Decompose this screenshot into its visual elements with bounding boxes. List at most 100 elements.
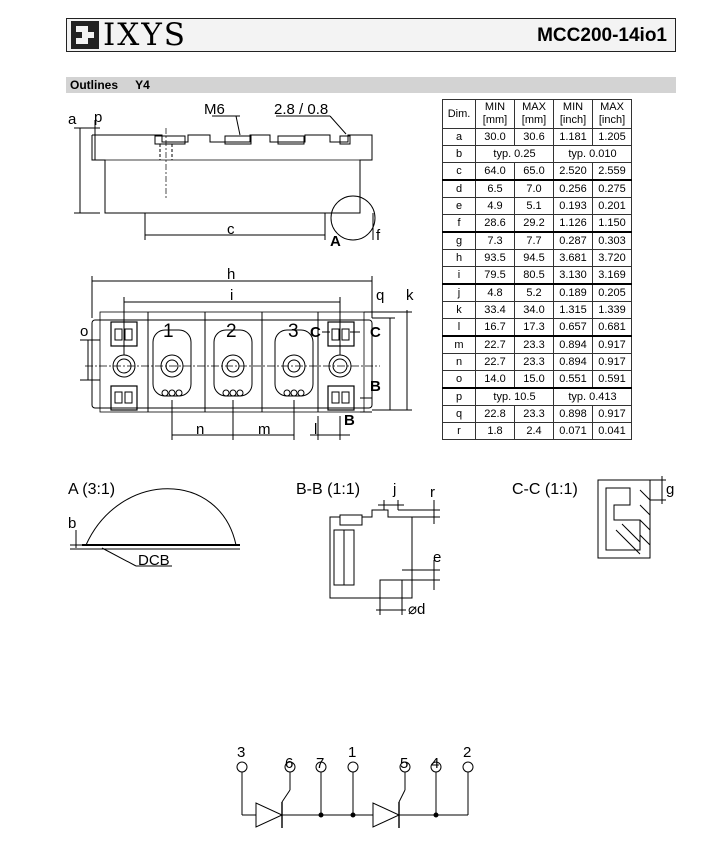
table-cell: 1.205 bbox=[592, 128, 632, 146]
table-cell: 3.169 bbox=[592, 266, 632, 285]
outlines-section-bar: Outlines Y4 bbox=[66, 77, 676, 93]
table-cell: 23.3 bbox=[514, 405, 554, 423]
table-cell: 79.5 bbox=[475, 266, 515, 285]
table-cell: 23.3 bbox=[514, 353, 554, 371]
table-cell: 2.4 bbox=[514, 422, 554, 440]
pin-3-icon bbox=[236, 761, 248, 773]
detail-bb-j: j bbox=[392, 481, 396, 498]
terminal-label-2: 2 bbox=[226, 321, 237, 342]
col-max-inch-label: MAX[inch] bbox=[598, 101, 626, 126]
dimension-table: Dim. MIN[mm] MAX[mm] MIN[inch] MAX[inch]… bbox=[442, 99, 632, 440]
pin-label-7: 7 bbox=[316, 755, 324, 772]
circuit-schematic bbox=[236, 761, 474, 828]
terminal-3 bbox=[274, 329, 314, 397]
col-max-inch: MAX[inch] bbox=[592, 99, 632, 129]
label-p: p bbox=[94, 109, 102, 126]
table-cell: 0.275 bbox=[592, 179, 632, 198]
label-b-upper: B bbox=[370, 378, 381, 395]
table-cell: 0.917 bbox=[592, 353, 632, 371]
terminal-1 bbox=[152, 329, 192, 397]
header-bar: IXYS MCC200-14io1 bbox=[66, 17, 676, 53]
table-cell: 33.4 bbox=[475, 301, 515, 319]
detail-cc-title: C-C (1:1) bbox=[512, 481, 578, 498]
table-cell: typ. 0.010 bbox=[553, 145, 632, 163]
table-cell: 0.201 bbox=[592, 197, 632, 215]
ixys-logo: IXYS bbox=[71, 17, 188, 53]
detail-a-b: b bbox=[68, 515, 76, 532]
logo-text: IXYS bbox=[103, 17, 188, 53]
table-cell: 3.720 bbox=[592, 249, 632, 267]
table-cell: 3.130 bbox=[553, 266, 593, 285]
table-cell: 29.2 bbox=[514, 214, 554, 233]
detail-a bbox=[70, 488, 240, 567]
section-title: Outlines bbox=[70, 78, 119, 92]
detail-bb-d: ⌀d bbox=[408, 601, 425, 618]
label-detail-a-ref: A bbox=[330, 233, 341, 250]
table-cell: 34.0 bbox=[514, 301, 554, 319]
detail-bb-r: r bbox=[430, 484, 435, 501]
pin-label-5: 5 bbox=[400, 755, 408, 772]
table-cell: 0.193 bbox=[553, 197, 593, 215]
label-n: n bbox=[196, 421, 204, 438]
pin-7-icon bbox=[315, 761, 327, 773]
label-m: m bbox=[258, 421, 271, 438]
pin-6-icon bbox=[284, 761, 296, 773]
col-max-mm-label: MAX[mm] bbox=[521, 101, 547, 126]
label-c-left: C bbox=[310, 324, 321, 341]
detail-bb-title: B-B (1:1) bbox=[296, 481, 360, 498]
detail-a-title: A (3:1) bbox=[68, 481, 115, 498]
table-cell: 1.150 bbox=[592, 214, 632, 233]
table-cell: 1.315 bbox=[553, 301, 593, 319]
label-c: c bbox=[227, 221, 235, 238]
table-cell: 22.7 bbox=[475, 353, 515, 371]
table-cell: 0.205 bbox=[592, 283, 632, 302]
package-name: Y4 bbox=[135, 78, 150, 92]
pin-label-4: 4 bbox=[431, 755, 439, 772]
col-min-inch: MIN[inch] bbox=[553, 99, 593, 129]
label-a: a bbox=[68, 111, 77, 128]
table-cell: 80.5 bbox=[514, 266, 554, 285]
table-cell: 0.591 bbox=[592, 370, 632, 389]
col-min-inch-label: MIN[inch] bbox=[559, 101, 587, 126]
table-cell: 7.3 bbox=[475, 231, 515, 250]
col-min-mm-label: MIN[mm] bbox=[482, 101, 508, 126]
label-b-lower: B bbox=[344, 412, 355, 429]
label-q: q bbox=[376, 287, 384, 304]
detail-a-dcb: DCB bbox=[138, 552, 170, 569]
label-m6: M6 bbox=[204, 101, 225, 118]
pin-label-6: 6 bbox=[285, 755, 293, 772]
label-thread: 2.8 / 0.8 bbox=[274, 101, 328, 118]
table-cell: 3.681 bbox=[553, 249, 593, 267]
side-view bbox=[74, 115, 376, 241]
table-cell: 14.0 bbox=[475, 370, 515, 389]
table-cell: 4.9 bbox=[475, 197, 515, 215]
table-cell: typ. 0.413 bbox=[553, 387, 632, 406]
detail-bb bbox=[329, 500, 440, 615]
pin-label-1: 1 bbox=[348, 744, 356, 761]
table-cell: 0.657 bbox=[553, 318, 593, 337]
table-cell: 4.8 bbox=[475, 283, 515, 302]
table-cell: r bbox=[442, 422, 476, 440]
pin-5-icon bbox=[399, 761, 411, 773]
label-i: i bbox=[230, 287, 233, 304]
logo-mark-icon bbox=[71, 21, 99, 49]
detail-cc bbox=[597, 476, 666, 559]
table-cell: typ. 0.25 bbox=[475, 145, 554, 163]
table-cell: 0.894 bbox=[553, 353, 593, 371]
table-cell: 0.917 bbox=[592, 335, 632, 354]
pin-label-2: 2 bbox=[463, 744, 471, 761]
